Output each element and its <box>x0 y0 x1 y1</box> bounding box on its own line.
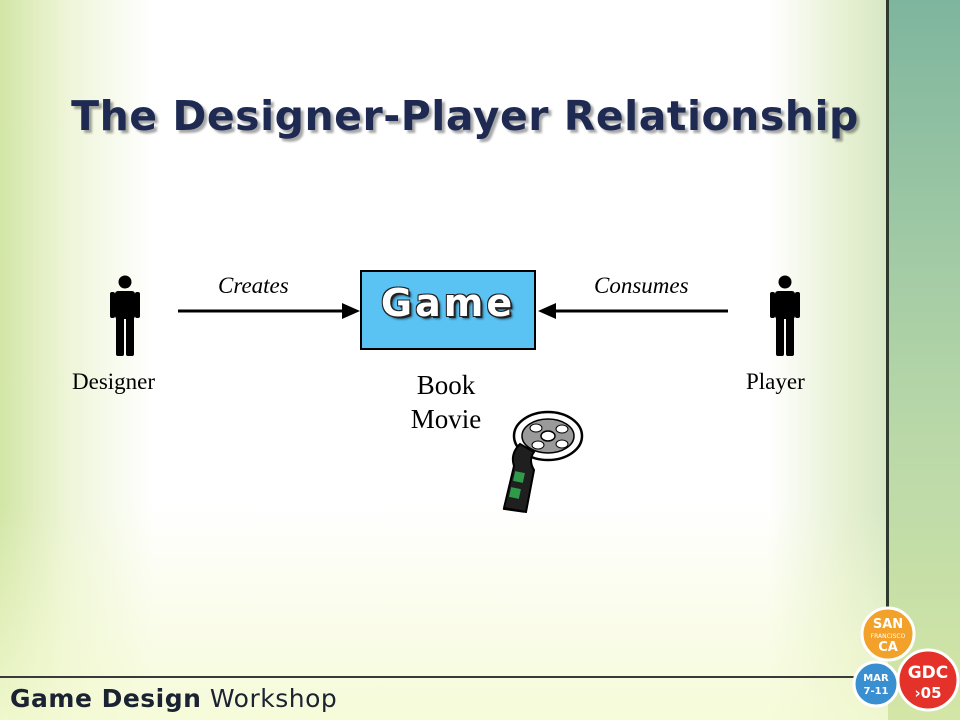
person-icon <box>770 275 800 356</box>
badge-city-bottom: CA <box>878 640 898 655</box>
media-list: Book Movie <box>396 368 496 436</box>
creates-label: Creates <box>218 273 289 298</box>
badge-dates: 7-11 <box>863 686 888 697</box>
badge-event: GDC <box>908 663 949 683</box>
designer-label: Designer <box>72 369 156 394</box>
badge-city-mid: FRANCISCO <box>871 633 906 640</box>
right-decor-strip <box>888 0 960 720</box>
footer-title-bold: Game Design <box>10 684 202 713</box>
player-label: Player <box>746 369 805 394</box>
person-icon <box>110 275 140 356</box>
right-divider-line <box>886 0 889 660</box>
slide-title: The Designer-Player Relationship <box>71 92 859 140</box>
footer-title-regular: Workshop <box>209 684 338 713</box>
game-box-label: Game <box>380 281 516 325</box>
creates-arrow <box>178 303 360 319</box>
media-item-book: Book <box>416 370 476 400</box>
badge-month: MAR <box>863 673 889 684</box>
badge-city-top: SAN <box>873 617 903 632</box>
gdc-badge: SAN FRANCISCO CA MAR 7-11 GDC ›05 <box>852 606 960 712</box>
footer-divider-line <box>0 676 889 678</box>
consumes-label: Consumes <box>594 273 689 298</box>
game-box: Game <box>360 270 536 350</box>
badge-year: ›05 <box>914 684 941 702</box>
media-item-movie: Movie <box>410 404 482 434</box>
consumes-arrow <box>538 303 728 319</box>
film-reel-icon <box>502 410 584 514</box>
footer-title: Game Design Workshop <box>10 684 337 713</box>
